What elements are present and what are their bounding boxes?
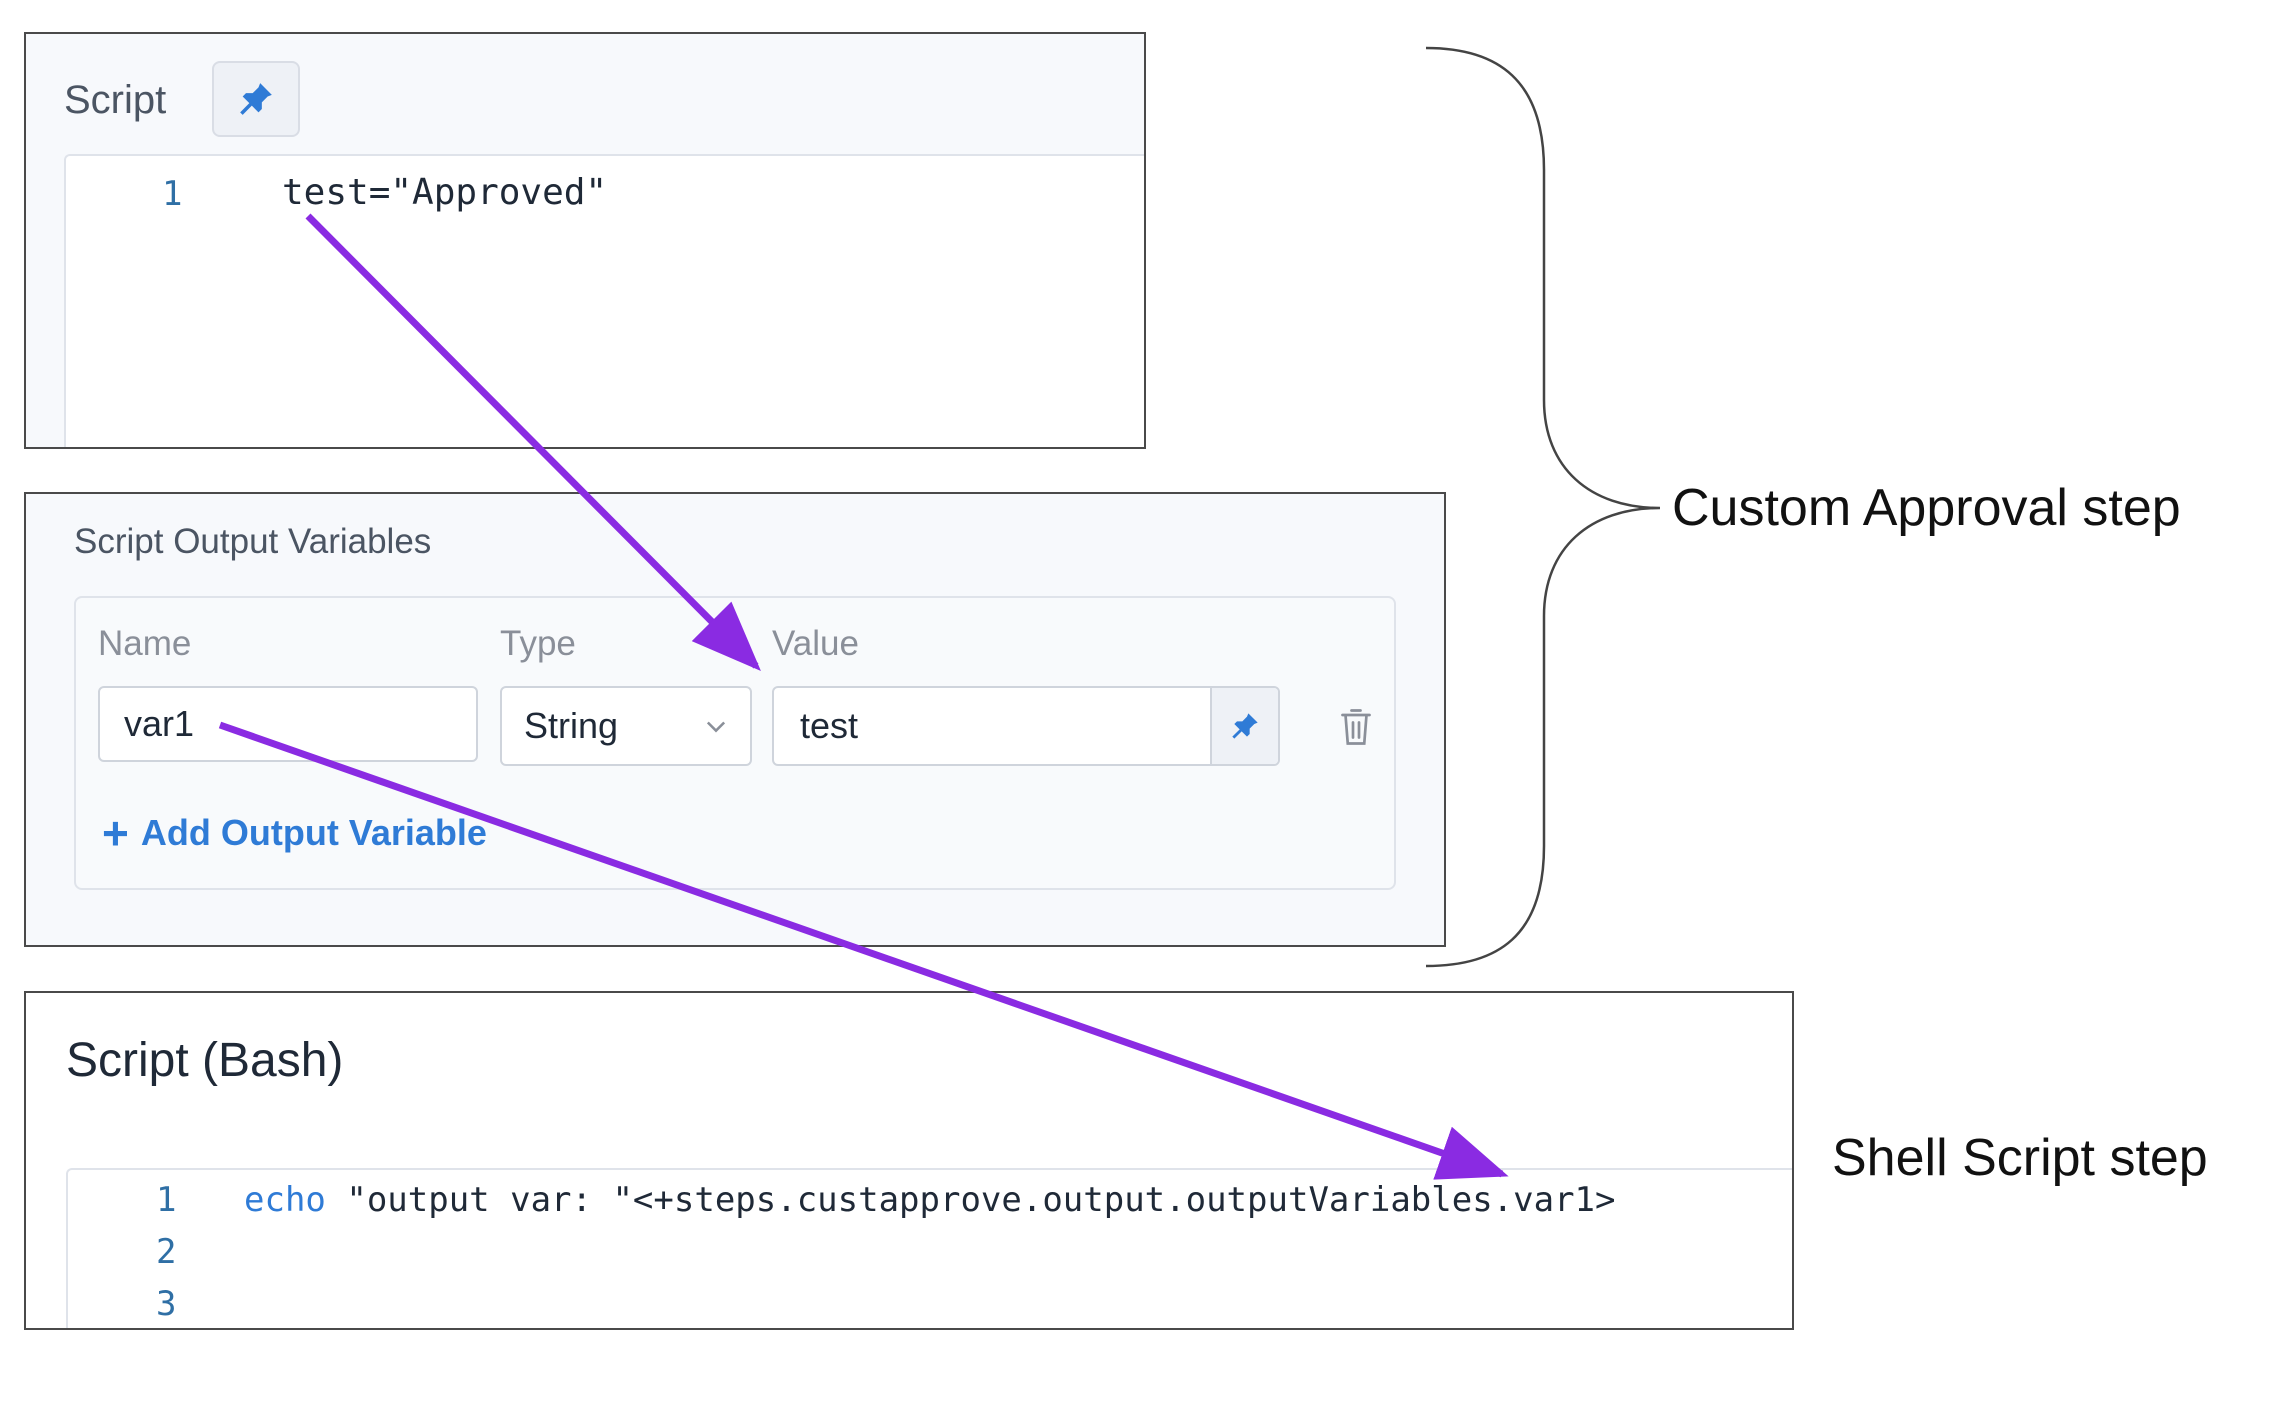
line-number: 1 — [162, 174, 183, 214]
pin-icon — [1232, 713, 1258, 739]
add-output-variable-button[interactable]: + Add Output Variable — [102, 806, 487, 860]
code-keyword: echo — [244, 1180, 326, 1220]
bash-script-editor[interactable]: 1 echo "output var: "<+steps.custapprove… — [66, 1168, 1792, 1328]
trash-icon[interactable] — [1338, 706, 1374, 748]
code-line: echo "output var: "<+steps.custapprove.o… — [244, 1180, 1615, 1220]
output-variables-panel: Script Output Variables Name Type Value … — [24, 492, 1446, 947]
script-editor[interactable]: 1 test="Approved" — [64, 154, 1144, 447]
variable-name-value: var1 — [124, 703, 195, 744]
variable-value-input[interactable]: test — [772, 686, 1280, 766]
arrow-script-to-value — [305, 213, 761, 671]
variable-type-value: String — [524, 705, 619, 746]
column-header-type: Type — [500, 624, 576, 663]
line-number: 1 — [156, 1180, 177, 1220]
chevron-down-icon — [706, 721, 726, 733]
script-label: Script — [64, 78, 167, 122]
code-rest: "output var: "<+steps.custapprove.output… — [325, 1180, 1616, 1220]
bash-script-title: Script (Bash) — [66, 1034, 344, 1087]
script-panel: Script 1 test="Approved" — [24, 32, 1146, 449]
shell-script-annotation: Shell Script step — [1832, 1129, 2208, 1187]
column-header-name: Name — [98, 624, 192, 663]
add-output-variable-label: Add Output Variable — [140, 812, 487, 853]
arrow-var-to-bash — [218, 721, 1509, 1180]
line-number: 3 — [156, 1284, 177, 1324]
variable-value-text: test — [800, 705, 859, 746]
output-variables-title: Script Output Variables — [74, 522, 432, 561]
code-line: test="Approved" — [282, 172, 608, 213]
curly-brace — [1425, 46, 1661, 968]
variable-type-select[interactable]: String — [500, 686, 752, 766]
column-header-value: Value — [772, 624, 859, 663]
value-pin-button[interactable] — [1210, 688, 1278, 764]
script-pin-button[interactable] — [212, 61, 300, 137]
line-number: 2 — [156, 1232, 177, 1272]
plus-icon: + — [102, 807, 129, 859]
custom-approval-annotation: Custom Approval step — [1672, 479, 2181, 537]
pin-icon — [240, 83, 272, 115]
